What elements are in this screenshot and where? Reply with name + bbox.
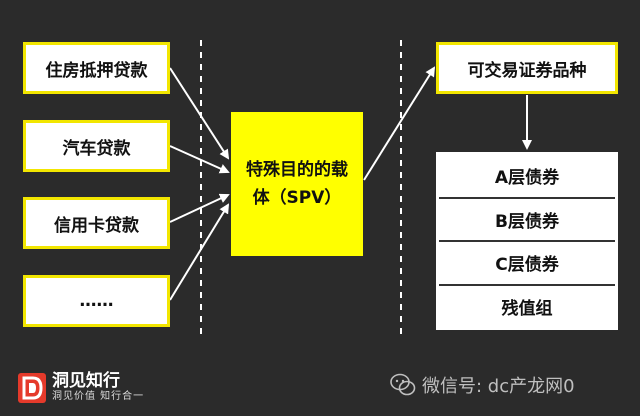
source-box-more: …… <box>23 275 170 327</box>
source-box-creditcard: 信用卡贷款 <box>23 197 170 249</box>
source-box-mortgage: 住房抵押贷款 <box>23 42 170 94</box>
arrow-source-3 <box>169 193 230 223</box>
tranche-stack: A层债券 B层债券 C层债券 残值组 <box>436 152 618 330</box>
spv-box: 特殊目的的载 体（SPV） <box>231 112 363 256</box>
arrow-spv-to-product <box>363 66 436 181</box>
wechat-watermark: 微信号: dc产龙网0 <box>390 372 575 398</box>
tranche-residual: 残值组 <box>439 286 615 328</box>
brand-slogan: 洞见价值 知行合一 <box>52 391 145 402</box>
arrow-source-4 <box>169 203 230 301</box>
tranche-label: B层债券 <box>495 211 559 232</box>
source-label: …… <box>79 291 114 311</box>
tranche-label: A层债券 <box>494 168 560 189</box>
brand-text: 洞见知行 洞见价值 知行合一 <box>52 372 144 404</box>
tranche-c: C层债券 <box>439 242 615 286</box>
tranche-a: A层债券 <box>439 155 615 199</box>
brand-logo-icon <box>18 373 46 403</box>
product-box: 可交易证券品种 <box>436 42 618 94</box>
source-label: 住房抵押贷款 <box>45 60 148 81</box>
tranche-label: C层债券 <box>495 255 559 276</box>
brand-logo: 洞见知行 洞见价值 知行合一 <box>18 372 144 404</box>
arrow-source-2 <box>169 145 230 174</box>
tranche-label: 残值组 <box>501 298 553 319</box>
product-label: 可交易证券品种 <box>467 60 587 81</box>
tranche-b: B层债券 <box>439 199 615 242</box>
spv-label-line1: 特殊目的的载 <box>246 160 348 180</box>
brand-name: 洞见知行 <box>52 371 120 391</box>
source-box-auto: 汽车贷款 <box>23 120 170 172</box>
wechat-icon <box>390 373 416 396</box>
source-label: 汽车贷款 <box>62 138 131 159</box>
arrow-source-1 <box>169 67 230 160</box>
watermark-text: 微信号: dc产龙网0 <box>422 376 575 397</box>
source-label: 信用卡贷款 <box>54 215 139 236</box>
spv-label-line2: 体（SPV） <box>252 188 342 208</box>
